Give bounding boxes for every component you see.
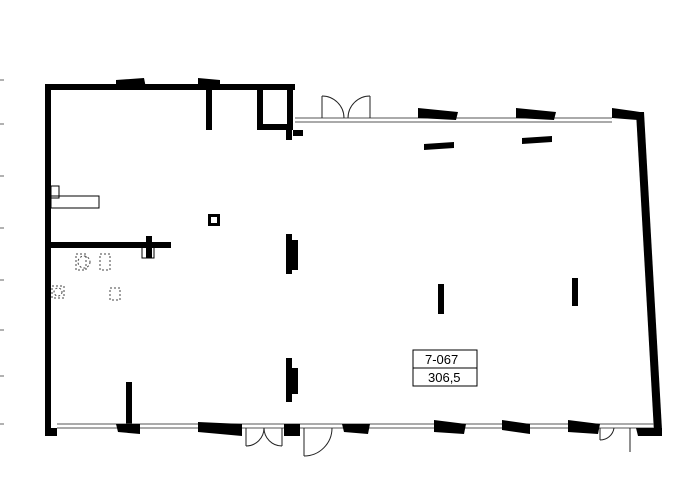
bottom-door-swing-icon bbox=[303, 427, 333, 457]
margin-ticks bbox=[0, 79, 4, 425]
column-icon bbox=[208, 214, 220, 226]
bottom-door-swing-icon bbox=[599, 427, 631, 452]
partition-top-1 bbox=[206, 90, 212, 130]
plumbing-fixture-icon bbox=[51, 253, 121, 301]
partition-top-2 bbox=[286, 130, 292, 140]
room-code: 7-067 bbox=[425, 352, 458, 367]
bottom-door-swing-icon bbox=[245, 427, 283, 447]
room-area: 306,5 bbox=[428, 370, 461, 385]
bottom-piers bbox=[116, 420, 662, 436]
room-label: 7-067 306,5 bbox=[412, 349, 478, 387]
partition-top-3 bbox=[293, 130, 303, 136]
top-door-swing-icon bbox=[321, 95, 371, 119]
column-icon bbox=[424, 142, 454, 150]
partition-bottom bbox=[126, 382, 132, 430]
central-columns bbox=[286, 234, 578, 402]
left-service-block bbox=[45, 185, 171, 259]
shaft bbox=[257, 84, 293, 130]
top-piers bbox=[116, 78, 556, 120]
exterior-walls bbox=[45, 84, 662, 436]
column-icon bbox=[522, 136, 552, 144]
